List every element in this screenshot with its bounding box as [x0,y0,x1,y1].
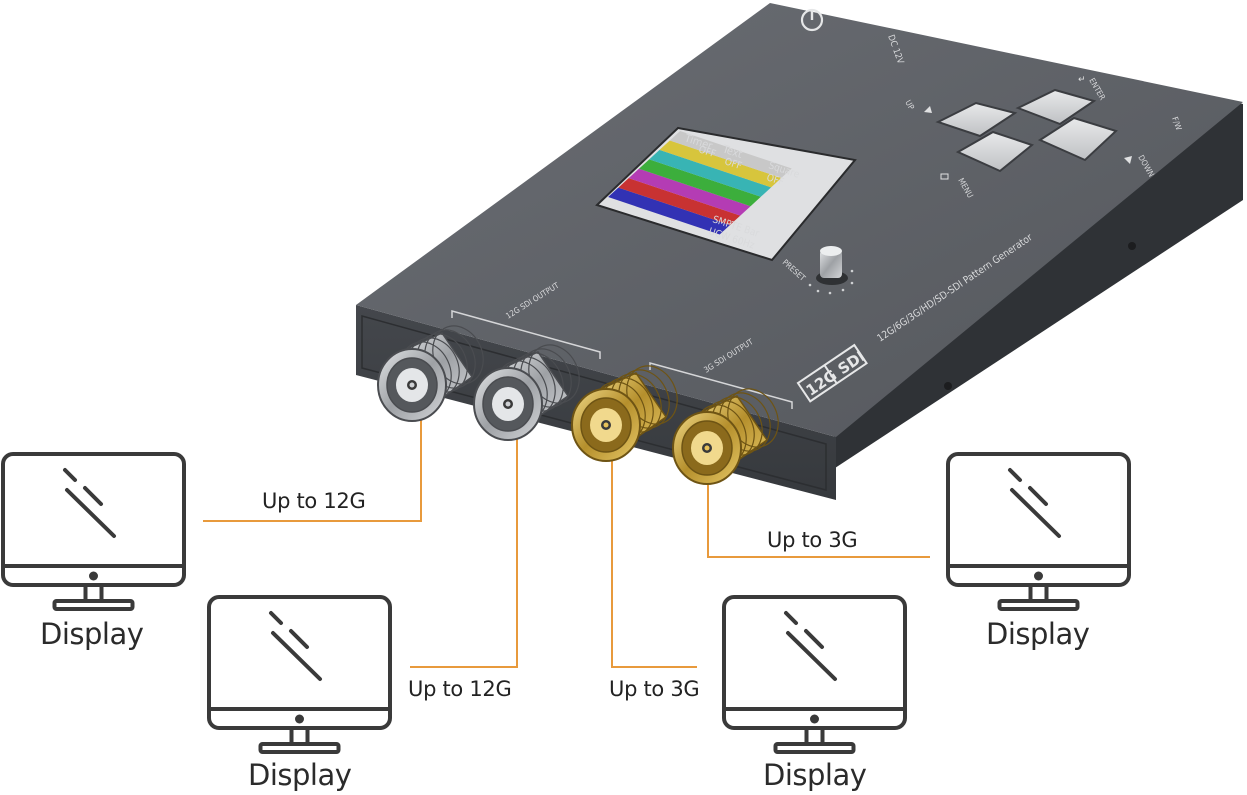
lcd-screen: Timer OFF Text OFF Square OFF SMPTE Bar … [595,126,857,262]
monitor-frame [1,452,186,587]
connection-label: Up to 3G [767,528,858,552]
monitor-glare [1010,488,1061,538]
screen-text-value: OFF [723,156,743,172]
screen-text-label: Text [720,142,744,161]
monitors [1,452,1131,754]
bnc-connector [377,325,484,422]
color-bar [649,149,772,197]
monitor-stand-base [997,599,1080,611]
monitor-glare [1028,486,1048,506]
cable-line [707,470,930,558]
down-arrow-icon [1124,156,1132,164]
color-bar [638,159,761,207]
monitor-glare [269,611,283,625]
cable-line [410,432,518,668]
monitor-stand-base [258,742,341,754]
display-label: Display [986,617,1090,651]
cable-line [611,452,697,668]
screen-square-value: OFF [765,172,785,188]
preset-knob[interactable] [816,246,848,285]
up-button[interactable] [935,101,1018,138]
monitor-glare [63,468,77,482]
monitor-glare [83,486,103,506]
enter-icon: ↵ [1078,75,1086,85]
display-label: Display [763,758,867,792]
monitor-glare [804,629,824,649]
side-port-hole [1128,242,1136,250]
device-front-inset [361,315,827,491]
bnc-connector [672,388,779,485]
connector-pin-tip [505,401,511,407]
monitor-glare [784,611,798,625]
color-bar [659,140,782,188]
connector-pin-tip [704,445,710,451]
monitor-frame [722,595,907,730]
monitor-frame [207,595,392,730]
monitor-stand-base [773,742,856,754]
connector-pin-tip [409,382,415,388]
connection-label: Up to 3G [609,677,700,701]
connection-label: Up to 12G [408,677,512,701]
monitor-icon [946,452,1131,611]
connection-label: Up to 12G [262,489,366,513]
device-right-side [832,100,1243,470]
monitor-glare [1008,468,1022,482]
monitor-stand-base [52,599,135,611]
screen-timer-value: OFF [697,144,717,160]
bnc-connector [571,365,678,462]
monitor-icon [207,595,392,754]
monitor-icon [722,595,907,754]
color-bar [628,168,751,216]
monitor-icon [1,452,186,611]
preset-dial-marks [808,269,854,295]
cable-line [203,412,422,522]
connector-pin-tip [603,422,609,428]
monitor-glare [65,488,116,538]
power-button[interactable] [800,8,824,32]
monitor-power-dot [295,714,304,724]
monitor-glare [289,629,309,649]
cables [203,412,930,668]
monitor-glare [786,631,837,681]
color-bar [669,131,792,178]
monitor-glare [271,631,322,681]
color-bar [618,178,741,226]
side-port-hole [944,382,952,390]
bnc-connectors [377,325,779,485]
display-label: Display [248,758,352,792]
down-button[interactable] [1037,116,1118,162]
menu-button[interactable] [955,130,1035,173]
monitor-power-dot [89,571,98,581]
monitor-power-dot [810,714,819,724]
enter-button[interactable] [1015,88,1097,126]
12g-output-bracket [451,310,601,359]
color-bar [608,187,730,235]
display-label: Display [40,617,144,651]
monitor-power-dot [1034,571,1043,581]
menu-icon [940,173,949,180]
up-arrow-icon [924,106,932,113]
bnc-connector [473,344,580,441]
firmware-label: F/W [1170,116,1183,132]
monitor-frame [946,452,1131,587]
